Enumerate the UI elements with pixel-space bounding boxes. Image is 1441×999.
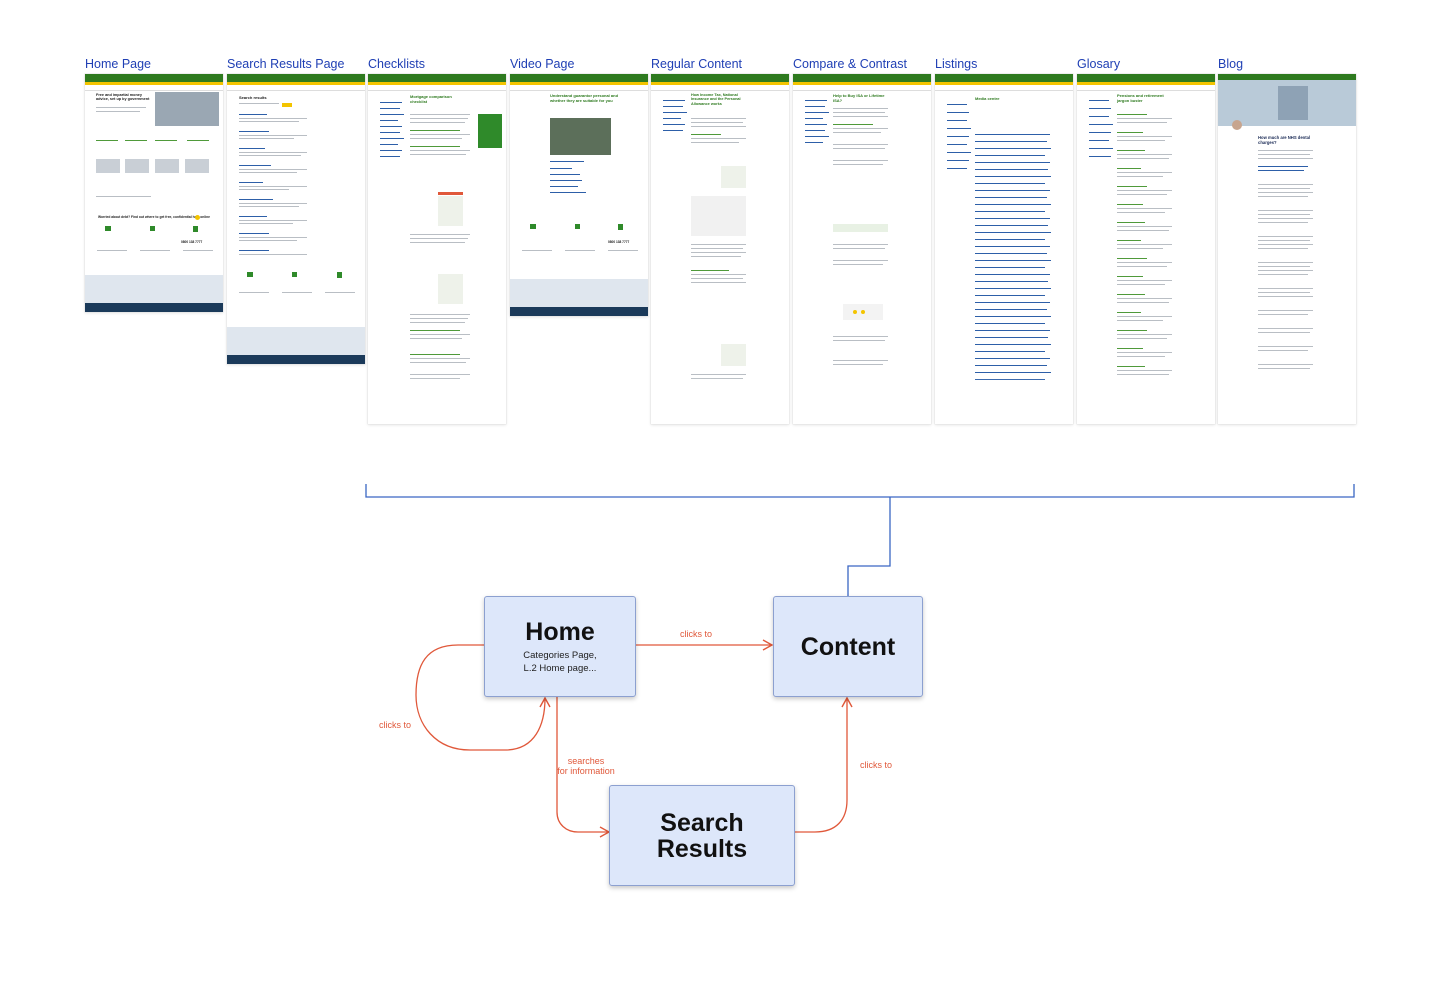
page-type-title: Checklists xyxy=(368,57,425,71)
compare-contrast-thumbnail[interactable]: Help to Buy ISA or Lifetime ISA? xyxy=(793,74,931,424)
glossary-thumb-title: Pensions and retirement jargon buster xyxy=(1117,93,1164,103)
page-type-home: Home Page Free and impartial money advic… xyxy=(85,56,223,312)
page-type-title: Search Results Page xyxy=(227,57,345,71)
page-type-search-results: Search Results Page Search results xyxy=(227,56,365,364)
video-thumb-contact: 0800 138 7777 xyxy=(608,240,630,244)
page-types-bracket xyxy=(365,484,1355,498)
video-page-thumbnail[interactable]: Understand guarantor personal and whethe… xyxy=(510,74,648,316)
node-search-title-line1: Search xyxy=(660,808,744,837)
bracket-to-content-line xyxy=(847,497,891,596)
node-home[interactable]: Home Categories Page, L.2 Home page... xyxy=(484,596,636,697)
page-type-title: Regular Content xyxy=(651,57,743,71)
home-page-thumbnail[interactable]: Free and impartial money advice, set up … xyxy=(85,74,223,312)
compare-thumb-title: Help to Buy ISA or Lifetime ISA? xyxy=(833,93,885,103)
home-thumb-contact: 0800 138 7777 xyxy=(181,240,203,244)
node-home-subtitle-line2: L.2 Home page... xyxy=(523,662,597,674)
page-type-title: Home Page xyxy=(85,57,152,71)
home-thumb-headline: Free and impartial money advice, set up … xyxy=(96,93,150,102)
edge-label-home-to-content: clicks to xyxy=(680,629,713,639)
home-thumb-band: Worried about debt? Find out where to ge… xyxy=(97,215,211,219)
video-thumb-title: Understand guarantor personal and whethe… xyxy=(550,93,619,103)
page-type-glossary: Glosary Pensions and retirement jargon b… xyxy=(1077,56,1215,424)
home-self-loop-arrow xyxy=(415,644,551,751)
regular-thumb-title: How Income Tax, National Insurance and t… xyxy=(691,93,741,106)
checklist-thumb-title: Mortgage comparison checklist xyxy=(410,94,452,104)
edge-label-home-to-search-line1: searches xyxy=(567,756,605,766)
page-type-title: Listings xyxy=(935,57,978,71)
edge-label-home-self-loop: clicks to xyxy=(379,720,412,730)
checklists-thumbnail[interactable]: Mortgage comparison checklist xyxy=(368,74,506,424)
page-type-listings: Listings Media centre xyxy=(935,56,1073,424)
listings-thumbnail[interactable]: Media centre xyxy=(935,74,1073,424)
node-home-title: Home xyxy=(525,617,595,646)
search-thumb-title: Search results xyxy=(239,95,267,100)
edge-label-search-to-content: clicks to xyxy=(860,760,893,770)
listings-thumb-title: Media centre xyxy=(975,96,1000,101)
page-type-regular-content: Regular Content How Income Tax, National… xyxy=(651,56,789,424)
edge-label-home-to-search-line2: for information xyxy=(557,766,615,776)
page-type-title: Glosary xyxy=(1077,57,1121,71)
regular-content-thumbnail[interactable]: How Income Tax, National Insurance and t… xyxy=(651,74,789,424)
node-content[interactable]: Content xyxy=(773,596,923,697)
blog-thumbnail[interactable]: How much are NHS dental charges? xyxy=(1218,74,1356,424)
glossary-thumbnail[interactable]: Pensions and retirement jargon buster xyxy=(1077,74,1215,424)
home-to-search-arrow xyxy=(556,697,611,838)
search-results-thumbnail[interactable]: Search results xyxy=(227,74,365,364)
search-to-content-arrow xyxy=(794,696,853,833)
page-type-video: Video Page Understand guarantor personal… xyxy=(510,56,648,316)
page-type-title: Compare & Contrast xyxy=(793,57,907,71)
node-content-title: Content xyxy=(800,632,896,661)
page-type-title: Video Page xyxy=(510,57,575,71)
page-type-checklists: Checklists Mortgage comparison checklist xyxy=(368,56,506,424)
page-type-compare-contrast: Compare & Contrast Help to Buy ISA or Li… xyxy=(793,56,931,424)
node-home-subtitle-line1: Categories Page, xyxy=(523,649,597,661)
blog-thumb-title: How much are NHS dental charges? xyxy=(1258,135,1311,145)
edge-label-home-to-search: searches for information xyxy=(548,756,624,776)
page-type-blog: Blog How much are NHS dental charges? xyxy=(1218,56,1356,424)
page-type-title: Blog xyxy=(1218,57,1244,71)
node-search-results[interactable]: Search Results xyxy=(609,785,795,886)
node-search-title-line2: Results xyxy=(656,834,748,863)
